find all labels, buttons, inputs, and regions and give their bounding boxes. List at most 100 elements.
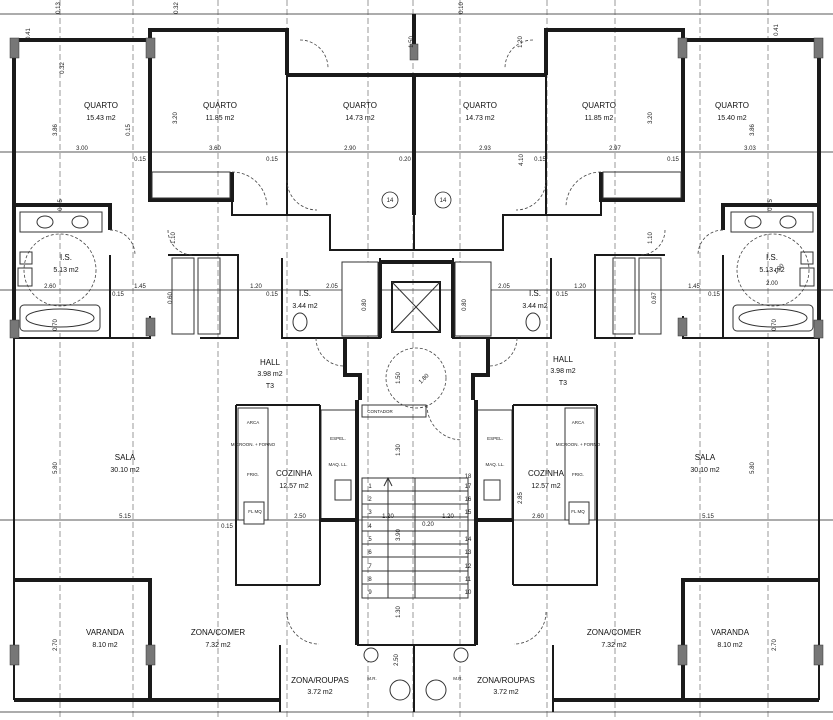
dimension-label: 2.97 [609, 146, 621, 152]
dimension-label: 3.60 [209, 146, 221, 152]
dimension-label: 3.86 [750, 124, 756, 136]
section-tag-left: 14 [387, 198, 394, 204]
dimension-label: 2.50 [294, 514, 306, 520]
section-tag-right: 14 [440, 198, 447, 204]
dimension-label: 1.50 [409, 36, 415, 48]
fixture-label-mr: M.R. [453, 676, 463, 681]
stair-landing-width: 0.20 [422, 522, 434, 528]
fixture-label-frig: FRIG. [572, 472, 584, 477]
step-number: 7 [368, 564, 372, 570]
dimension-label: 4.10 [519, 154, 525, 166]
fixture-label-fl-mq: FL MQ [248, 509, 262, 514]
fixture-label-arca: ARCA [247, 420, 260, 425]
step-number: 15 [465, 510, 472, 516]
dimension-label: 0.70 [53, 319, 59, 331]
fixture-label-maq-ll: MAQ. LL. [485, 462, 504, 467]
room-name: QUARTO [203, 101, 237, 110]
fixture-labels: ARCA MICROON. + FORNO FRIG. FL MQ ARCA M… [231, 409, 601, 681]
dimension-label: 1.10 [648, 232, 654, 244]
dimension-label: 3.00 [76, 146, 88, 152]
room-area: 5.13 m2 [53, 267, 78, 274]
room-area: 15.40 m2 [717, 115, 746, 122]
apartment-type: T3 [559, 380, 567, 387]
dimension-label: 1.80 [418, 373, 431, 386]
dimension-label: 3.20 [648, 112, 654, 124]
room-name: HALL [553, 355, 574, 364]
room-name: ZONA/ROUPAS [291, 676, 349, 685]
room-area: 14.73 m2 [345, 115, 374, 122]
dimension-label: 0.15 [556, 292, 568, 298]
room-name: QUARTO [715, 101, 749, 110]
dimension-label: 2.93 [479, 146, 491, 152]
dimension-label: 0.67 [652, 292, 658, 304]
dimension-label: 2.00 [766, 281, 778, 287]
dimension-label: 0.60 [168, 292, 174, 304]
dimension-label: 0.32 [174, 2, 180, 14]
room-name: I.S. [299, 289, 311, 298]
dimension-label: 3.86 [53, 124, 59, 136]
room-name: VARANDA [86, 628, 125, 637]
section-tags: 14 14 [381, 191, 452, 209]
columns [9, 37, 824, 666]
doors [109, 39, 724, 645]
dimension-label: 0.41 [774, 24, 780, 36]
step-number: 9 [368, 590, 372, 596]
room-area: 7.32 m2 [601, 642, 626, 649]
room-area: 30.10 m2 [690, 467, 719, 474]
dimension-label: 5.15 [119, 514, 131, 520]
step-number: 17 [465, 484, 472, 490]
fixture-label-contador: CONTADOR [367, 409, 393, 414]
dimension-label: 3.90 [396, 529, 402, 541]
dimension-label: 0.70 [772, 319, 778, 331]
dimension-label: 2.90 [344, 146, 356, 152]
dimension-label: 2.05 [326, 284, 338, 290]
dimension-label: 5.15 [702, 514, 714, 520]
dimension-label: 0.15 [266, 292, 278, 298]
stair-width-left: 1.20 [382, 514, 394, 520]
room-name: VARANDA [711, 628, 750, 637]
dimension-label: 1.20 [518, 36, 524, 48]
apartment-type: T3 [266, 383, 274, 390]
room-name: QUARTO [84, 101, 118, 110]
room-area: 30.10 m2 [110, 467, 139, 474]
dimension-label: 0.80 [362, 299, 368, 311]
step-number: 3 [368, 510, 372, 516]
room-area: 3.98 m2 [257, 371, 282, 378]
dimension-label: 2.50 [394, 654, 400, 666]
dimension-label: 5.80 [53, 462, 59, 474]
step-number: 6 [368, 550, 372, 556]
step-number: 4 [368, 524, 372, 530]
dimensions-horizontal: 3.00 3.60 2.90 2.93 2.97 3.03 0.15 0.15 … [44, 146, 778, 530]
dimension-label: 0.10 [459, 2, 465, 14]
room-area: 11.85 m2 [585, 115, 614, 122]
fixture-label-espel: ESPEL. [487, 436, 503, 441]
dimension-label: 2.85 [518, 492, 524, 504]
step-number: 11 [465, 577, 472, 583]
room-name: I.S. [60, 253, 72, 262]
dimension-label: 0.15 [134, 157, 146, 163]
room-area: 12.57 m2 [531, 483, 560, 490]
dimension-label: 0.15 [58, 199, 64, 211]
dimensions-vertical: 3.86 3.20 3.20 4.10 3.86 0.32 0.41 0.41 … [26, 2, 786, 666]
dimension-label: 1.50 [396, 372, 402, 384]
room-name: QUARTO [582, 101, 616, 110]
room-area: 3.72 m2 [307, 689, 332, 696]
step-number: 14 [465, 537, 472, 543]
room-labels-left: QUARTO 15.43 m2 QUARTO 11.85 m2 QUARTO 1… [53, 101, 377, 696]
core-walls [281, 258, 552, 400]
dimension-label: 0.15 [126, 124, 132, 136]
room-name: QUARTO [343, 101, 377, 110]
room-labels-right: QUARTO 15.40 m2 QUARTO 11.85 m2 QUARTO 1… [463, 101, 785, 696]
dimension-label: 0.13 [56, 2, 62, 14]
room-name: ZONA/COMER [191, 628, 245, 637]
fixture-label-microondas: MICROON. + FORNO [231, 442, 276, 447]
room-area: 15.43 m2 [86, 115, 115, 122]
step-number: 12 [465, 564, 472, 570]
dimension-label: 0.15 [708, 292, 720, 298]
dimension-label: 1.20 [574, 284, 586, 290]
room-name: COZINHA [276, 469, 313, 478]
dimension-label: 2.70 [772, 639, 778, 651]
kitchen-stair-walls [235, 400, 598, 712]
stair-step-numbers: 1 2 3 4 5 6 7 8 9 18 17 16 15 14 13 12 1… [368, 474, 472, 596]
